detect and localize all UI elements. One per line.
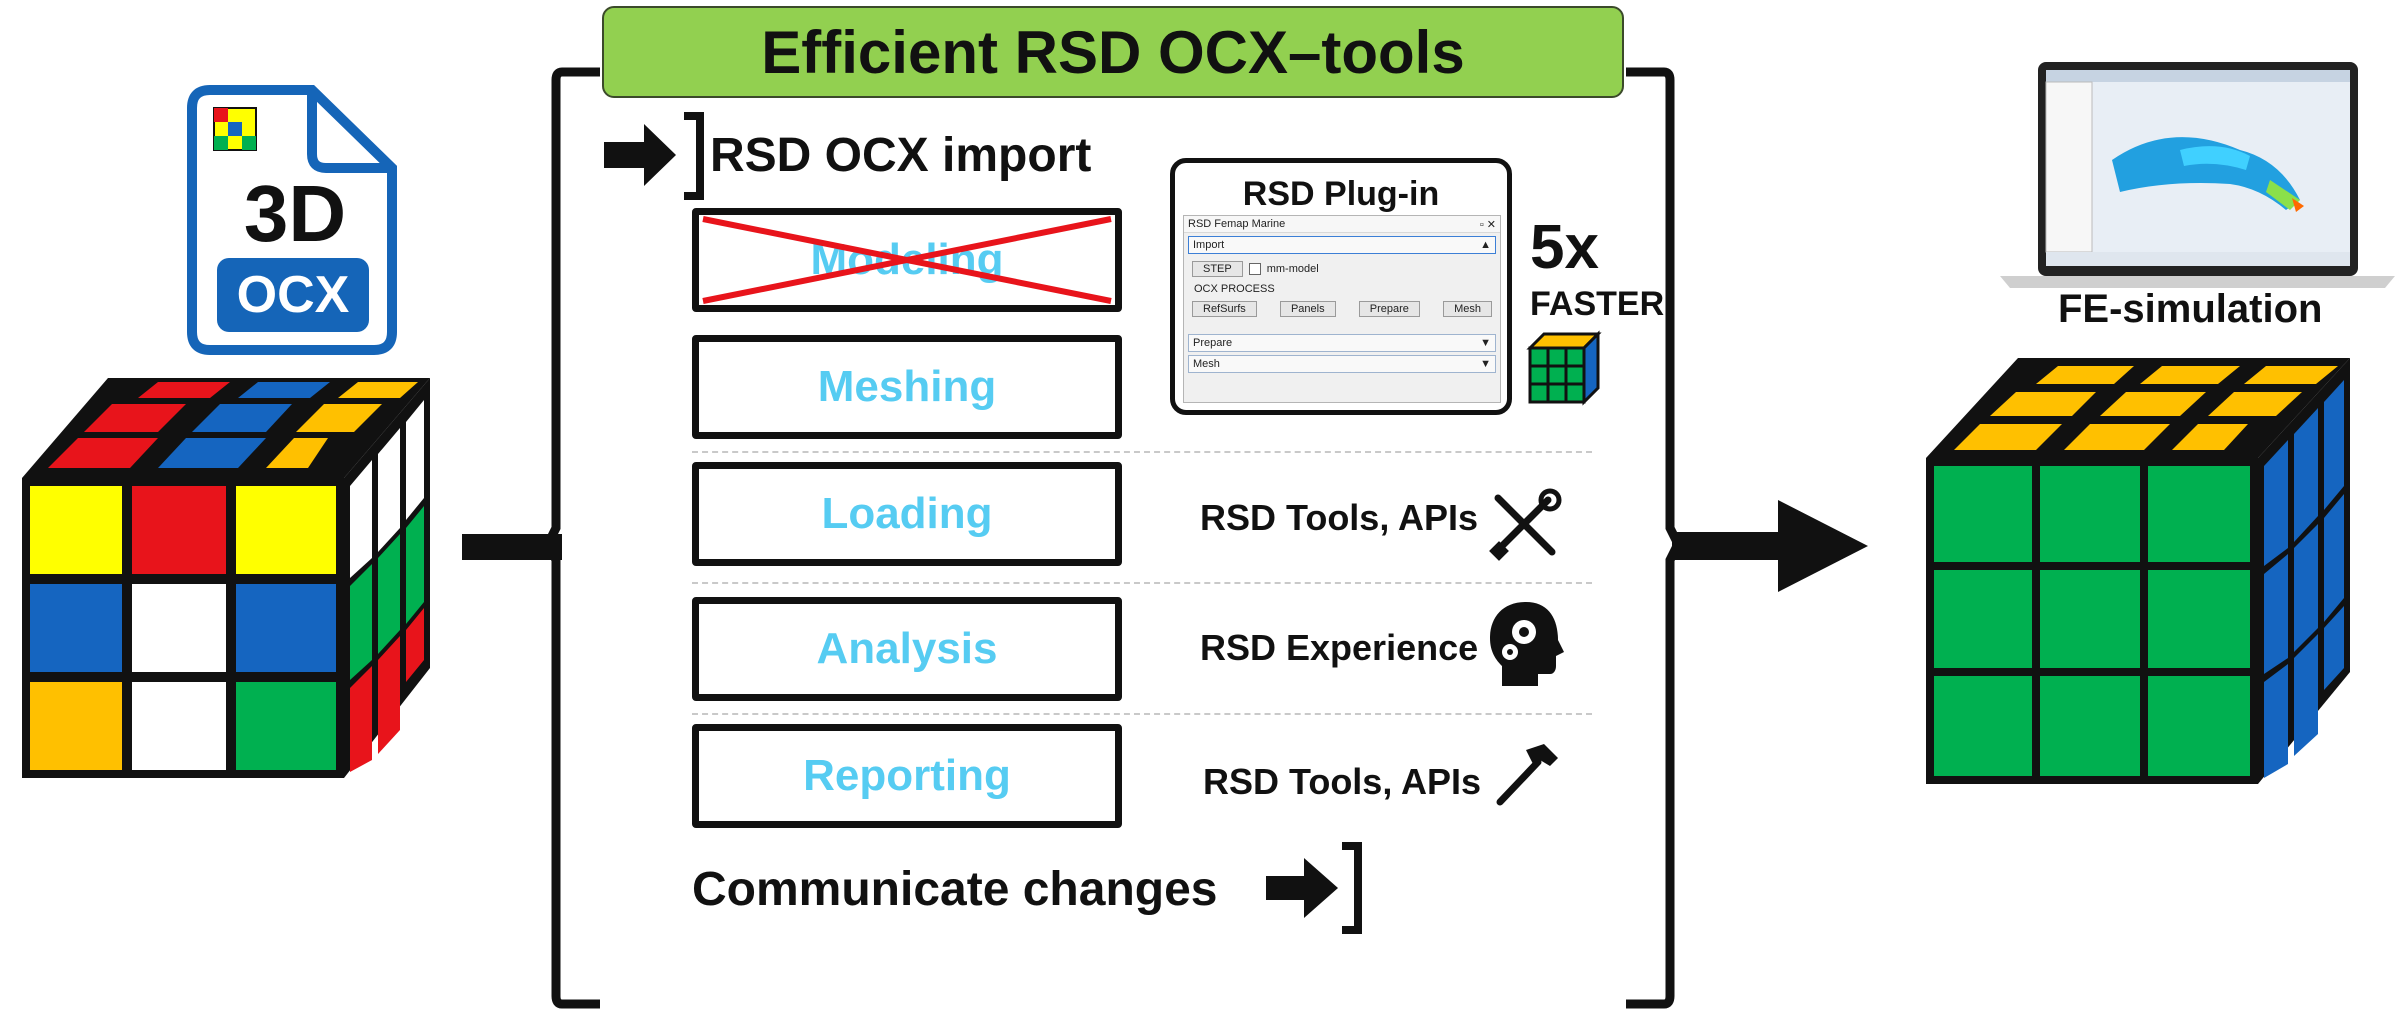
communicate-arrow-icon [1266, 842, 1362, 934]
mm-model-checkbox[interactable] [1248, 263, 1261, 275]
solved-cube-icon [1926, 358, 2350, 784]
laptop-fe-icon [2000, 62, 2395, 288]
import-label: RSD OCX import [710, 129, 1092, 182]
tool-analysis-label: RSD Experience [1200, 627, 1479, 668]
expand-down-icon: ▼ [1480, 358, 1491, 370]
cross-out-icon [702, 216, 1112, 304]
input-connector [462, 534, 562, 560]
collapse-up-icon: ▲ [1480, 239, 1491, 251]
step-meshing: Meshing [692, 335, 1122, 439]
mesh-dropdown[interactable]: Mesh ▼ [1188, 355, 1496, 373]
file-3d-label: 3D [243, 169, 347, 258]
tool-reporting-label: RSD Tools, APIs [1203, 761, 1482, 802]
divider [692, 451, 1592, 453]
step-loading: Loading [692, 462, 1122, 566]
mesh-button[interactable]: Mesh [1443, 301, 1492, 317]
fe-simulation-label: FE-simulation [2058, 287, 2323, 331]
scrambled-cube-icon [22, 378, 430, 778]
plugin-window: RSD Femap Marine ▫ ✕ Import ▲ STEP mm-mo… [1183, 215, 1501, 403]
output-arrow-icon [1672, 500, 1868, 592]
step-analysis-label: Analysis [816, 624, 998, 673]
mini-cube-icon [213, 107, 257, 151]
communicate-label: Communicate changes [692, 863, 1218, 916]
plugin-panel: RSD Plug-in RSD Femap Marine ▫ ✕ Import … [1170, 158, 1512, 415]
plugin-title: RSD Plug-in [1242, 175, 1440, 213]
speedup-label: FASTER [1530, 285, 1665, 323]
wrench-screwdriver-icon [1489, 488, 1562, 561]
divider [692, 582, 1592, 584]
import-row: STEP mm-model [1184, 257, 1500, 281]
tool-loading-label: RSD Tools, APIs [1200, 497, 1479, 538]
mesh-dropdown-label: Mesh [1193, 358, 1220, 370]
step-loading-label: Loading [821, 489, 993, 538]
step-meshing-label: Meshing [817, 362, 997, 411]
hammer-icon [1496, 744, 1558, 806]
prepare-button[interactable]: Prepare [1358, 301, 1420, 317]
window-controls-icon[interactable]: ▫ ✕ [1479, 218, 1496, 231]
prepare-dropdown-label: Prepare [1193, 337, 1233, 349]
step-modeling: Modeling [692, 208, 1122, 312]
speedup-value: 5x [1530, 213, 1599, 282]
ocx-process-buttons: RefSurfs Panels Prepare Mesh [1184, 297, 1500, 321]
plugin-window-titlebar: RSD Femap Marine ▫ ✕ [1184, 216, 1500, 233]
panels-button[interactable]: Panels [1279, 301, 1336, 317]
expand-down-icon: ▼ [1480, 337, 1491, 349]
title-banner: Efficient RSD OCX–tools [602, 6, 1624, 98]
step-button[interactable]: STEP [1192, 261, 1243, 277]
import-dropdown-label: Import [1193, 239, 1225, 251]
step-reporting-label: Reporting [803, 751, 1011, 800]
step-analysis: Analysis [692, 597, 1122, 701]
head-gears-icon [1490, 602, 1564, 686]
prepare-dropdown[interactable]: Prepare ▼ [1188, 334, 1496, 352]
mm-model-label: mm-model [1266, 263, 1319, 275]
ocx-process-label: OCX PROCESS [1194, 283, 1275, 295]
small-cube-icon [1526, 330, 1602, 406]
file-ocx-label: OCX [217, 258, 369, 332]
divider [692, 713, 1592, 715]
plugin-window-title: RSD Femap Marine [1188, 218, 1286, 230]
step-reporting: Reporting [692, 724, 1122, 828]
import-arrow-icon [604, 112, 704, 200]
import-dropdown[interactable]: Import ▲ [1188, 236, 1496, 254]
refsurfs-button[interactable]: RefSurfs [1192, 301, 1257, 317]
